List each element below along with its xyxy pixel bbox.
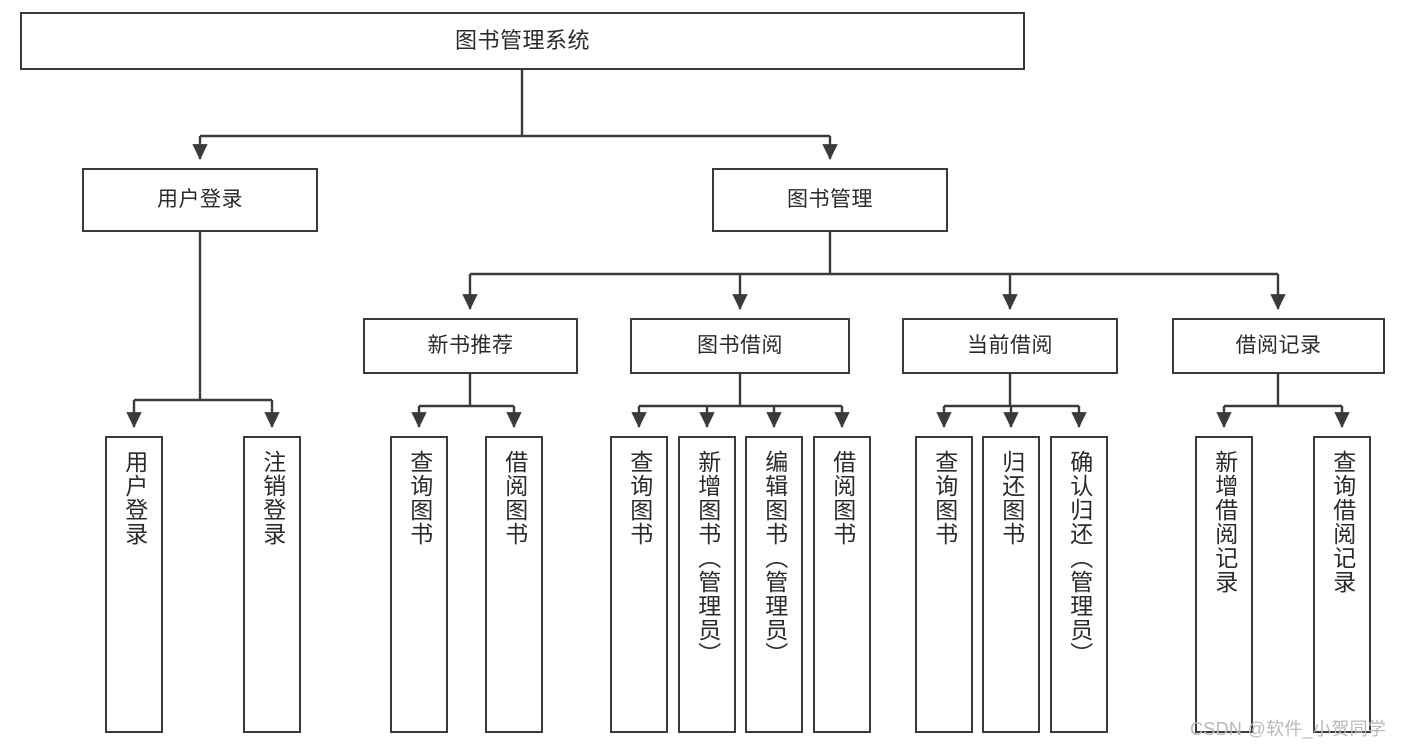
node-label: 图书借阅 bbox=[697, 334, 783, 358]
node-l3e2[interactable]: 查询借阅记录 bbox=[1313, 436, 1371, 733]
node-l3c3[interactable]: 编辑图书（管理员） bbox=[745, 436, 803, 733]
node-l3b1[interactable]: 查询图书 bbox=[390, 436, 448, 733]
node-l1a[interactable]: 用户登录 bbox=[82, 168, 318, 232]
node-label: 查询图书 bbox=[406, 450, 433, 546]
node-label: 查询借阅记录 bbox=[1329, 450, 1356, 594]
node-label: 新书推荐 bbox=[427, 334, 514, 358]
node-root[interactable]: 图书管理系统 bbox=[20, 12, 1025, 70]
node-label: 借阅记录 bbox=[1235, 334, 1322, 358]
node-l3c1[interactable]: 查询图书 bbox=[610, 436, 668, 733]
node-label: 查询图书 bbox=[931, 450, 958, 546]
node-label: 新增图书（管理员） bbox=[694, 450, 721, 666]
node-l3c4[interactable]: 借阅图书 bbox=[813, 436, 871, 733]
node-l3d2[interactable]: 归还图书 bbox=[982, 436, 1040, 733]
node-label: 编辑图书（管理员） bbox=[761, 450, 788, 666]
node-label: 借阅图书 bbox=[829, 450, 856, 546]
node-label: 用户登录 bbox=[157, 188, 243, 212]
node-l3b2[interactable]: 借阅图书 bbox=[485, 436, 543, 733]
node-label: 确认归还（管理员） bbox=[1066, 450, 1093, 666]
node-l3c2[interactable]: 新增图书（管理员） bbox=[678, 436, 736, 733]
node-label: 归还图书 bbox=[998, 450, 1025, 546]
node-l3d3[interactable]: 确认归还（管理员） bbox=[1050, 436, 1108, 733]
node-l2d[interactable]: 借阅记录 bbox=[1172, 318, 1385, 374]
node-label: 当前借阅 bbox=[967, 334, 1053, 358]
node-l3a1[interactable]: 用户登录 bbox=[105, 436, 163, 733]
node-l3a2[interactable]: 注销登录 bbox=[243, 436, 301, 733]
node-l1b[interactable]: 图书管理 bbox=[712, 168, 948, 232]
node-label: 查询图书 bbox=[626, 450, 653, 546]
node-l3e1[interactable]: 新增借阅记录 bbox=[1195, 436, 1253, 733]
node-label: 用户登录 bbox=[121, 450, 148, 546]
csdn-watermark: CSDN @软件_小贺同学 bbox=[1190, 719, 1387, 739]
node-label: 图书管理 bbox=[787, 188, 873, 212]
node-l3d1[interactable]: 查询图书 bbox=[915, 436, 973, 733]
node-l2b[interactable]: 图书借阅 bbox=[630, 318, 850, 374]
node-l2c[interactable]: 当前借阅 bbox=[902, 318, 1118, 374]
node-label: 借阅图书 bbox=[501, 450, 528, 546]
node-l2a[interactable]: 新书推荐 bbox=[363, 318, 578, 374]
node-label: 图书管理系统 bbox=[454, 27, 590, 53]
node-label: 新增借阅记录 bbox=[1211, 450, 1238, 594]
node-label: 注销登录 bbox=[259, 450, 286, 546]
